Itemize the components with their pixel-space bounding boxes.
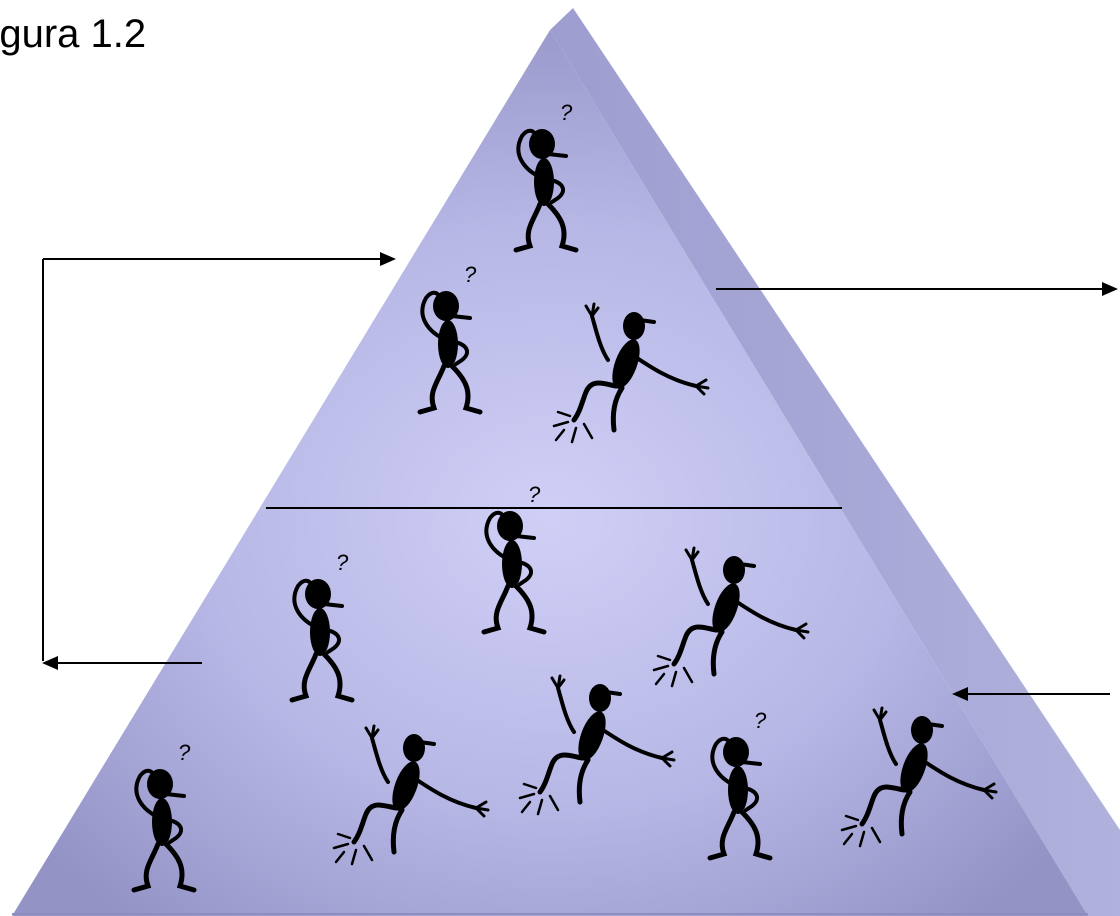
right-outgoing-arrow <box>716 282 1118 296</box>
